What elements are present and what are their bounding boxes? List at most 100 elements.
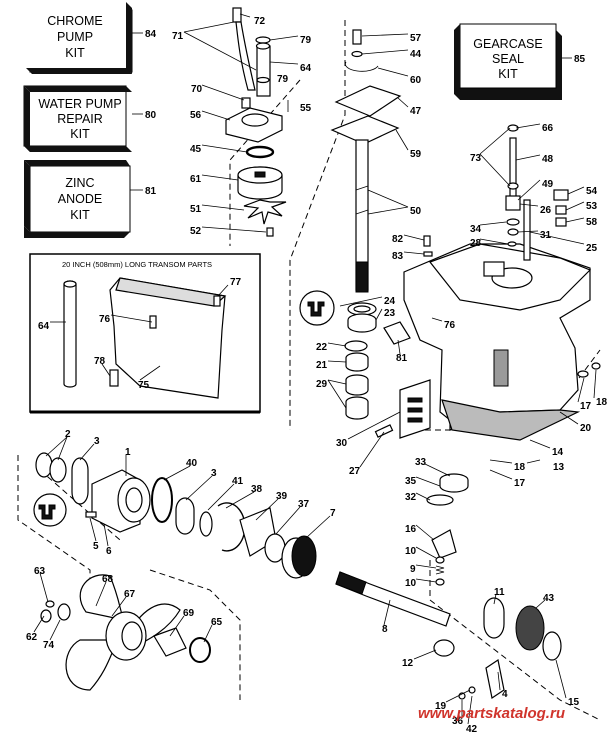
callout-3: 3: [211, 468, 217, 479]
callout-28: 28: [470, 238, 482, 249]
callout-43: 43: [543, 593, 555, 604]
bearing-stack: [299, 290, 431, 439]
callout-15: 15: [568, 697, 580, 708]
callout-33: 33: [415, 457, 427, 468]
callout-16: 16: [405, 524, 417, 535]
kit-water-pump-line-2: REPAIR: [57, 112, 103, 126]
callout-45: 45: [190, 144, 202, 155]
kit-zinc-anode-line-3: KIT: [70, 208, 90, 222]
callout-32: 32: [405, 492, 417, 503]
kit-water-pump-line-3: KIT: [70, 127, 90, 141]
callout-3: 3: [94, 436, 100, 447]
callout-42: 42: [466, 724, 478, 735]
callout-18: 18: [514, 462, 526, 473]
callout-49: 49: [542, 179, 554, 190]
callout-9: 9: [410, 564, 416, 575]
callout-55: 55: [300, 103, 312, 114]
callout-25: 25: [586, 243, 598, 254]
kit-box-water-pump: WATER PUMP REPAIR KIT 80: [23, 85, 157, 152]
kit-zinc-anode-ref: 81: [145, 186, 157, 197]
callout-48: 48: [542, 154, 554, 165]
callout-5: 5: [93, 541, 99, 552]
kit-box-chrome: CHROME PUMP KIT 84: [26, 2, 157, 74]
kit-zinc-anode-line-2: ANODE: [58, 192, 102, 206]
kit-gearcase-seal-ref: 85: [574, 54, 586, 65]
callout-61: 61: [190, 174, 202, 185]
callout-30: 30: [336, 438, 348, 449]
driveshaft-parts: [330, 29, 402, 293]
callout-78: 78: [94, 356, 106, 367]
callout-54: 54: [586, 186, 598, 197]
kit-gearcase-seal-line-3: KIT: [498, 67, 518, 81]
kit-zinc-anode-line-1: ZINC: [65, 176, 94, 190]
kit-chrome-line-3: KIT: [65, 46, 85, 60]
callout-66: 66: [542, 123, 554, 134]
callout-68: 68: [102, 574, 114, 585]
callout-34: 34: [470, 224, 482, 235]
callout-64: 64: [300, 63, 312, 74]
callout-67: 67: [124, 589, 136, 600]
callout-44: 44: [410, 49, 422, 60]
kit-water-pump-ref: 80: [145, 110, 157, 121]
callout-7: 7: [330, 508, 336, 519]
callout-27: 27: [349, 466, 361, 477]
callout-24: 24: [384, 296, 396, 307]
callout-14: 14: [552, 447, 564, 458]
callout-57: 57: [410, 33, 422, 44]
callout-79: 79: [277, 74, 289, 85]
water-pump-parts: [225, 7, 289, 237]
kit-water-pump-line-1: WATER PUMP: [38, 97, 121, 111]
callout-69: 69: [183, 608, 195, 619]
callout-13: 13: [553, 462, 565, 473]
callout-76: 76: [444, 320, 456, 331]
callout-6: 6: [106, 546, 112, 557]
callout-19: 19: [435, 701, 447, 712]
callout-21: 21: [316, 360, 328, 371]
callout-71: 71: [172, 31, 184, 42]
kit-chrome-line-2: PUMP: [57, 30, 93, 44]
callout-41: 41: [232, 476, 244, 487]
callout-81: 81: [396, 353, 408, 364]
callout-17: 17: [580, 401, 592, 412]
gear-train-left: [33, 452, 317, 579]
propeller: [40, 574, 211, 691]
callout-35: 35: [405, 476, 417, 487]
callout-2: 2: [65, 429, 71, 440]
watermark-text: www.partskatalog.ru: [418, 705, 565, 722]
long-transom-inset: 20 INCH (508mm) LONG TRANSOM PARTS: [29, 253, 261, 414]
callout-73: 73: [470, 153, 482, 164]
callout-47: 47: [410, 106, 422, 117]
callout-64: 64: [38, 321, 50, 332]
callout-40: 40: [186, 458, 198, 469]
prop-shaft-parts: [335, 473, 562, 700]
inset-title: 20 INCH (508mm) LONG TRANSOM PARTS: [62, 260, 212, 269]
callout-60: 60: [410, 75, 422, 86]
callout-52: 52: [190, 226, 202, 237]
callout-1: 1: [125, 447, 131, 458]
callout-62: 62: [26, 632, 38, 643]
callout-72: 72: [254, 16, 266, 27]
callout-50: 50: [410, 206, 422, 217]
callout-36: 36: [452, 716, 464, 727]
kit-gearcase-seal-line-2: SEAL: [492, 52, 524, 66]
callout-56: 56: [190, 110, 202, 121]
callout-63: 63: [34, 566, 46, 577]
callout-74: 74: [43, 640, 55, 651]
callout-26: 26: [540, 205, 552, 216]
callout-18: 18: [596, 397, 608, 408]
callout-77: 77: [230, 277, 242, 288]
kit-chrome-ref: 84: [145, 29, 157, 40]
callout-10: 10: [405, 578, 417, 589]
callout-17: 17: [514, 478, 526, 489]
callout-10: 10: [405, 546, 417, 557]
callout-82: 82: [392, 234, 404, 245]
callout-8: 8: [382, 624, 388, 635]
callout-65: 65: [211, 617, 223, 628]
callout-53: 53: [586, 201, 598, 212]
callout-59: 59: [410, 149, 422, 160]
callout-12: 12: [402, 658, 414, 669]
callout-51: 51: [190, 204, 202, 215]
callout-22: 22: [316, 342, 328, 353]
